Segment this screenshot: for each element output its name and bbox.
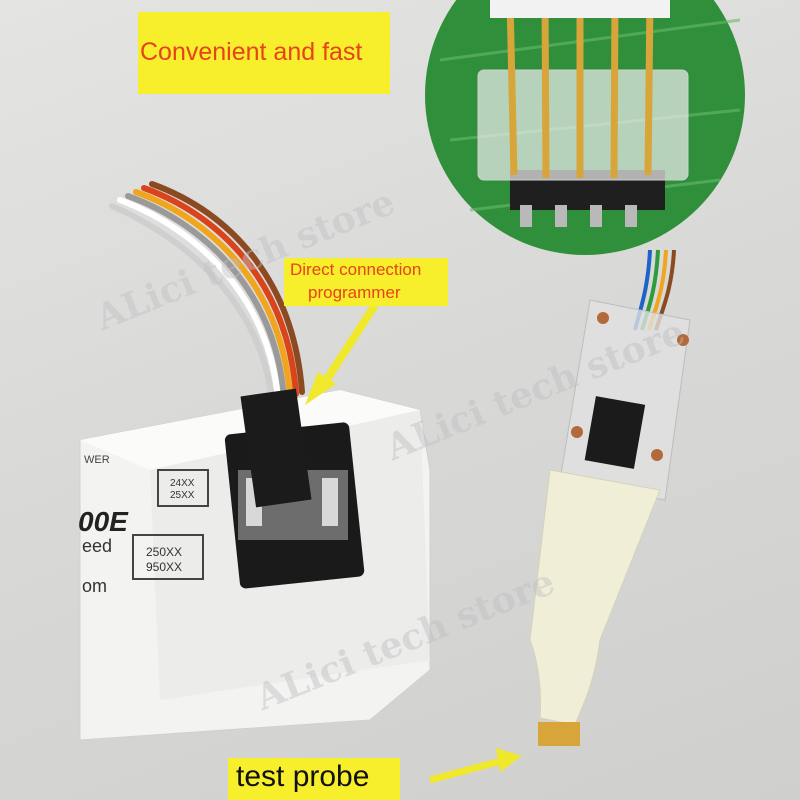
test-probe — [529, 249, 691, 746]
chip-bottom-line2: 950XX — [146, 560, 183, 574]
annotation-programmer: programmer — [308, 283, 401, 302]
chip-top-line2: 25XX — [170, 490, 195, 501]
chip-outline-bottom — [132, 534, 204, 580]
ribbon-cable — [109, 181, 305, 405]
pcb-inset — [425, 0, 745, 255]
chip-top-line1: 24XX — [170, 478, 195, 489]
arrow-to-connector — [305, 302, 379, 405]
title-highlight — [138, 12, 390, 94]
annotation-direct-connection: Direct connection — [290, 260, 422, 279]
probe-pins — [538, 722, 580, 746]
chip-outline-top — [157, 469, 209, 507]
programmer-speed-label: eed — [82, 536, 113, 556]
programmer-site-label: om — [82, 576, 108, 596]
direct-connection-highlight — [284, 258, 448, 306]
chip-bottom-line1: 250XX — [146, 545, 183, 559]
arrow-to-probe — [429, 748, 522, 784]
annotation-title: Convenient and fast — [140, 38, 363, 66]
dupont-connector — [240, 388, 312, 508]
programmer-model-label: 00E — [78, 506, 128, 537]
programmer-box — [79, 389, 431, 741]
annotation-test-probe: test probe — [236, 760, 370, 793]
test-probe-highlight — [228, 758, 400, 800]
programmer-power-label: WER — [84, 454, 110, 466]
